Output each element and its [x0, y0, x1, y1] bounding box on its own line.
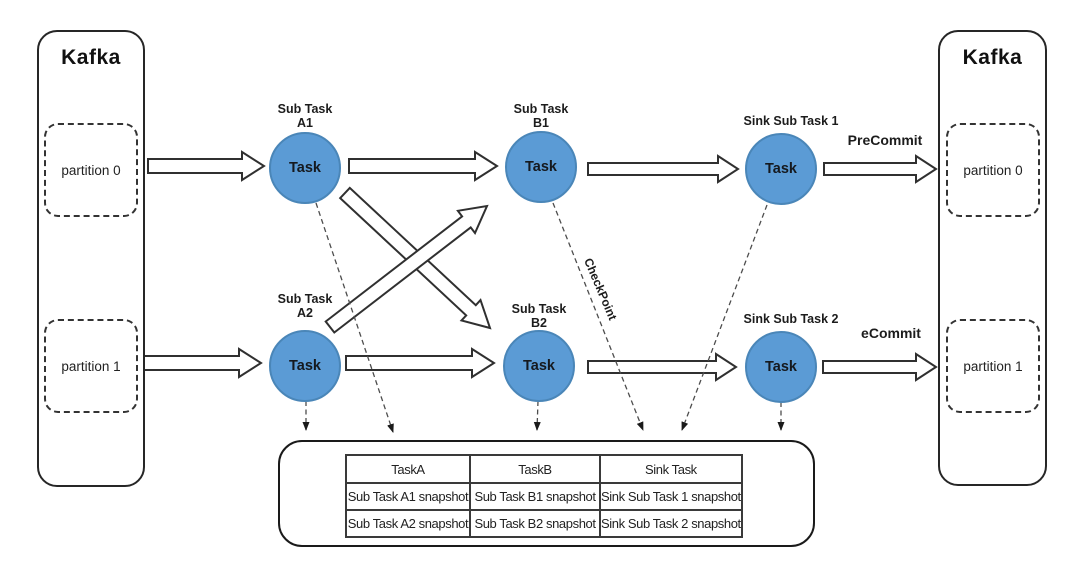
- sink-partition-1-label: partition 1: [963, 358, 1023, 374]
- arrow-b1-to-sink1: [587, 154, 740, 184]
- task-circle-sink1: Task: [745, 133, 817, 205]
- sink-partition-1: partition 1: [946, 319, 1040, 413]
- task-circle-a2: Task: [269, 330, 341, 402]
- commit-label: eCommit: [861, 325, 921, 341]
- task-circle-b2: Task: [503, 330, 575, 402]
- snapshot-cell: Sink Sub Task 2 snapshot: [599, 509, 743, 538]
- arrow-a2-to-b1-cross: [324, 204, 489, 334]
- snapshot-cell: Sub Task B2 snapshot: [469, 509, 601, 538]
- dashed-arrow-sink1-to-store: [681, 204, 768, 431]
- arrow-kafka-to-a2: [143, 347, 263, 379]
- node-label-sub-task-b1: Sub Task B1: [513, 102, 569, 130]
- arrow-sink2-to-kafka: [822, 352, 938, 382]
- arrow-kafka-to-a1: [147, 150, 266, 182]
- dashed-arrow-b1-to-store-checkpoint: [552, 202, 644, 431]
- source-partition-0-label: partition 0: [61, 162, 121, 178]
- snapshot-cell: Sink Sub Task 1 snapshot: [599, 482, 743, 511]
- snapshot-table-header-row: TaskA TaskB Sink Task: [345, 454, 743, 484]
- task-circle-sink2: Task: [745, 331, 817, 403]
- node-label-sub-task-b2: Sub Task B2: [511, 302, 567, 330]
- source-partition-1-label: partition 1: [61, 358, 121, 374]
- node-label-sub-task-a2: Sub Task A2: [277, 292, 333, 320]
- arrow-sink1-to-kafka: [823, 154, 938, 184]
- snapshot-cell: Sub Task B1 snapshot: [469, 482, 601, 511]
- snapshot-cell: Sub Task A1 snapshot: [345, 482, 471, 511]
- source-partition-0: partition 0: [44, 123, 138, 217]
- kafka-source-title: Kafka: [61, 46, 121, 69]
- node-label-sub-task-a1: Sub Task A1: [277, 102, 333, 130]
- task-circle-b1: Task: [505, 131, 577, 203]
- precommit-label: PreCommit: [847, 132, 923, 148]
- arrow-b2-to-sink2: [587, 352, 738, 382]
- snapshot-table-row-2: Sub Task A2 snapshot Sub Task B2 snapsho…: [345, 509, 743, 538]
- snapshot-table: TaskA TaskB Sink Task Sub Task A1 snapsh…: [345, 454, 743, 538]
- arrow-a1-to-b1: [348, 150, 499, 182]
- kafka-source-box: Kafka: [37, 30, 145, 487]
- node-label-sink-sub-task-2: Sink Sub Task 2: [743, 312, 839, 326]
- snapshot-header-sink-task: Sink Task: [599, 454, 743, 484]
- task-circle-a1: Task: [269, 132, 341, 204]
- snapshot-cell: Sub Task A2 snapshot: [345, 509, 471, 538]
- snapshot-table-row-1: Sub Task A1 snapshot Sub Task B1 snapsho…: [345, 482, 743, 511]
- sink-partition-0: partition 0: [946, 123, 1040, 217]
- sink-partition-0-label: partition 0: [963, 162, 1023, 178]
- snapshot-header-taskb: TaskB: [469, 454, 601, 484]
- source-partition-1: partition 1: [44, 319, 138, 413]
- node-label-sink-sub-task-1: Sink Sub Task 1: [743, 114, 839, 128]
- arrow-a2-to-b2: [345, 347, 496, 379]
- dashed-arrow-a1-to-store: [315, 202, 394, 433]
- kafka-sink-box: Kafka: [938, 30, 1047, 486]
- kafka-sink-title: Kafka: [962, 46, 1023, 69]
- dashed-arrow-b2-to-store: [533, 400, 541, 431]
- snapshot-header-taska: TaskA: [345, 454, 471, 484]
